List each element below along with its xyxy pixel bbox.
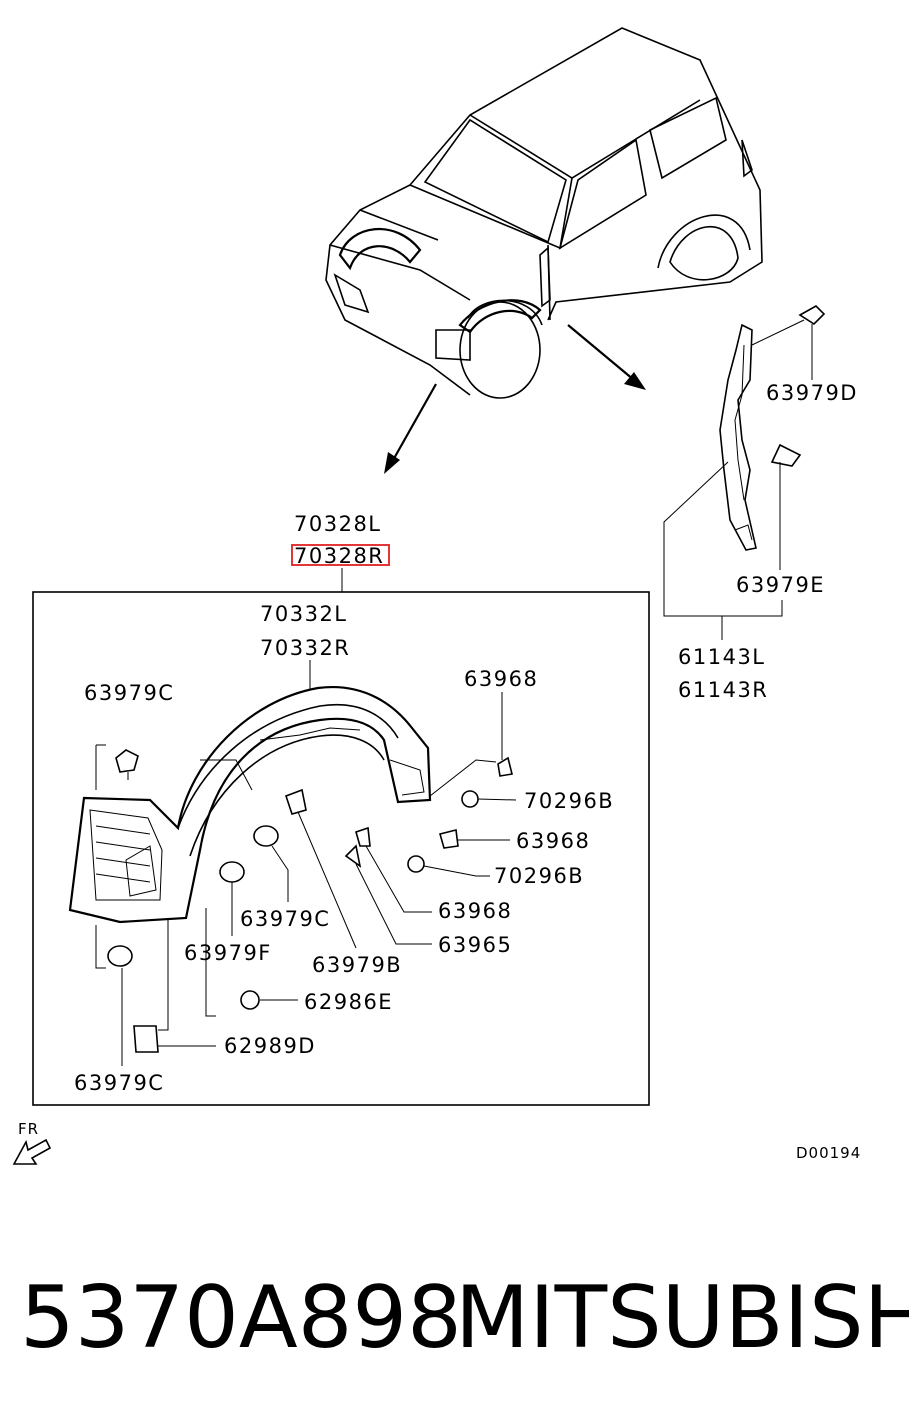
label-70296B-top: 70296B — [524, 789, 614, 813]
brand-name: MITSUBISHI — [455, 1268, 909, 1368]
label-70332L: 70332L — [260, 602, 348, 626]
label-63965: 63965 — [438, 933, 512, 957]
label-62986E: 62986E — [304, 990, 393, 1014]
label-70328R: 70328R — [294, 544, 384, 568]
part-labels: 70328L 70328R 70332L 70332R 63979D 63979… — [18, 381, 861, 1162]
label-70296B-mid: 70296B — [494, 864, 584, 888]
label-63979C-mid: 63979C — [240, 907, 330, 931]
label-62989D: 62989D — [224, 1034, 316, 1058]
label-fr: FR — [18, 1120, 39, 1138]
label-diagram-code: D00194 — [796, 1144, 861, 1162]
label-63979C-top: 63979C — [84, 681, 174, 705]
fasteners — [107, 692, 517, 1066]
part-number: 5370A898 — [20, 1268, 462, 1368]
label-63968-mid: 63968 — [516, 829, 590, 853]
label-61143L: 61143L — [678, 645, 766, 669]
label-70332R: 70332R — [260, 636, 350, 660]
side-seal-illustration — [663, 305, 826, 640]
parts-box — [32, 591, 650, 1106]
fender-liner-illustration — [68, 660, 432, 969]
label-63979F: 63979F — [184, 941, 272, 965]
label-61143R: 61143R — [678, 678, 768, 702]
vehicle-illustration — [325, 27, 763, 399]
label-63968-low: 63968 — [438, 899, 512, 923]
footer: 5370A898 MITSUBISHI — [0, 1258, 909, 1378]
highlight-box-70328R — [291, 544, 390, 566]
label-63979C-bottom: 63979C — [74, 1071, 164, 1095]
label-63979E: 63979E — [736, 573, 825, 597]
label-63979D: 63979D — [766, 381, 858, 405]
label-63979B: 63979B — [312, 953, 402, 977]
front-direction-arrow-icon — [12, 1138, 52, 1165]
label-63968-top: 63968 — [464, 667, 538, 691]
label-70328L: 70328L — [294, 512, 382, 536]
pointer-arrows — [384, 324, 646, 474]
